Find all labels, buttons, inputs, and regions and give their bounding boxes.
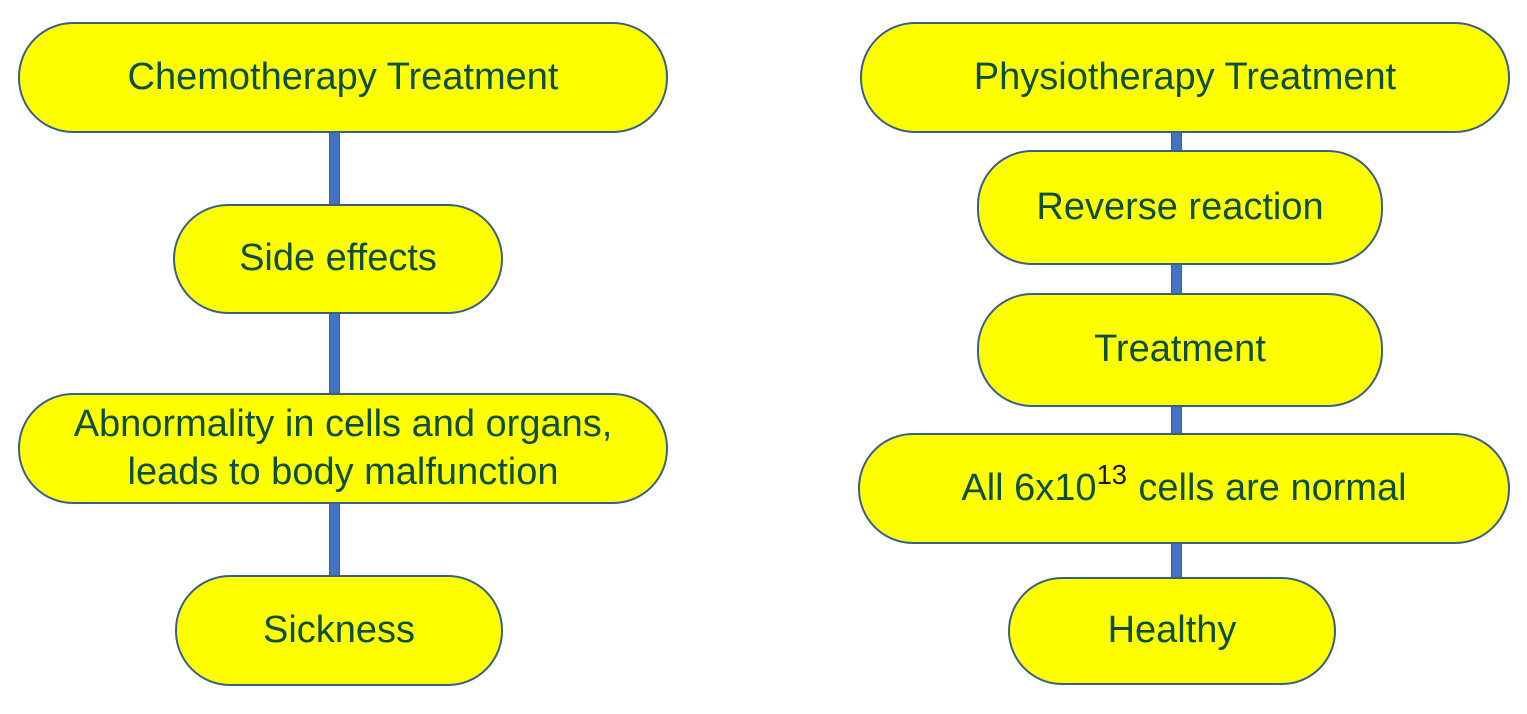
node-label: Abnormality in cells and organs, leads t… bbox=[73, 402, 613, 493]
node-label: Side effects bbox=[239, 237, 437, 280]
node-physiotherapy-treatment: Physiotherapy Treatment bbox=[860, 22, 1510, 133]
connector-physio-3 bbox=[1171, 405, 1182, 436]
node-sickness: Sickness bbox=[175, 575, 503, 686]
connector-physio-4 bbox=[1171, 542, 1182, 580]
connector-chemo-1 bbox=[329, 130, 340, 208]
node-label: Reverse reaction bbox=[1036, 185, 1324, 228]
connector-chemo-3 bbox=[329, 502, 340, 578]
node-label: Chemotherapy Treatment bbox=[127, 55, 559, 98]
connector-physio-1 bbox=[1171, 131, 1182, 153]
node-treatment: Treatment bbox=[977, 293, 1383, 407]
node-abnormality: Abnormality in cells and organs, leads t… bbox=[18, 393, 668, 504]
node-cells-normal: All 6x1013 cells are normal bbox=[858, 433, 1510, 544]
node-healthy: Healthy bbox=[1008, 577, 1336, 685]
node-reverse-reaction: Reverse reaction bbox=[977, 150, 1383, 265]
node-label: Physiotherapy Treatment bbox=[973, 55, 1397, 98]
node-label: Healthy bbox=[1107, 609, 1237, 652]
node-label-post: cells are normal bbox=[1138, 466, 1407, 509]
node-label-pre: All 6x10 bbox=[961, 466, 1097, 509]
node-chemotherapy-treatment: Chemotherapy Treatment bbox=[18, 22, 668, 133]
connector-chemo-2 bbox=[329, 312, 340, 396]
node-label: Treatment bbox=[1094, 328, 1266, 371]
connector-physio-2 bbox=[1171, 263, 1182, 296]
node-side-effects: Side effects bbox=[173, 204, 503, 314]
node-label: Sickness bbox=[262, 608, 416, 651]
node-label-superscript: 13 bbox=[1096, 458, 1128, 490]
node-label: All 6x1013 cells are normal bbox=[961, 459, 1407, 513]
